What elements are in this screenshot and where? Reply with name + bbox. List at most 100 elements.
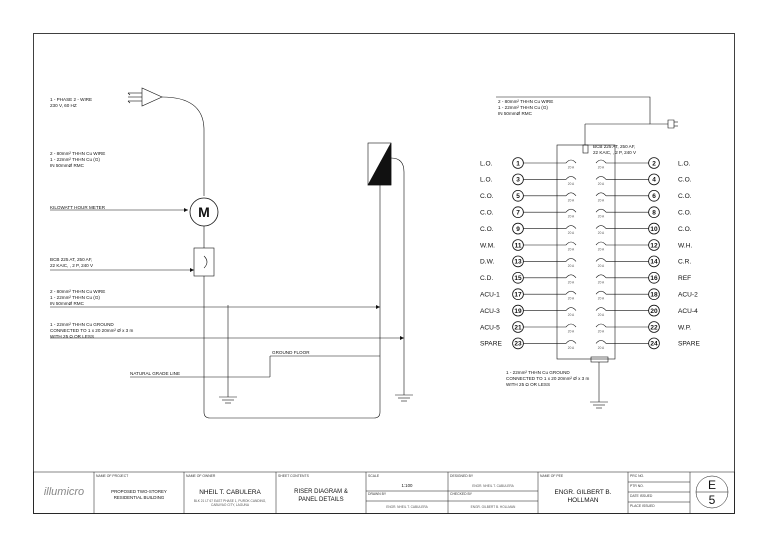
circuit-left-marker: [512, 206, 524, 219]
breaker-right-icon: [595, 290, 607, 295]
circuit-right-label: W.P.: [678, 324, 691, 331]
circuit-right-number: 12: [650, 242, 658, 249]
wire-label-b2: 1 - 22mm² THHN Cu (G): [50, 295, 100, 300]
circuit-left-number: 1: [516, 160, 520, 167]
circuit-right-label: C.O.: [678, 210, 692, 217]
circuit-right-number: 10: [650, 226, 658, 233]
breaker-right-icon: [595, 159, 607, 164]
circuit-right-label: C.O.: [678, 226, 692, 233]
wire-label-a2: 1 - 22mm² THHN Cu (G): [50, 157, 100, 162]
panel-main-breaker-1: BCB 225 AT, 250 AF,: [593, 144, 635, 149]
circuit-left-number: 21: [514, 324, 522, 331]
circuit-left-label: ACU-5: [480, 324, 500, 331]
circuit-left-number: 15: [514, 275, 522, 282]
circuit-left-label: ACU-1: [480, 292, 500, 299]
circuit-right-number: 2: [652, 160, 656, 167]
engineer-value-1: ENGR. GILBERT B.: [555, 489, 612, 496]
breaker-right-rating: 20 A: [598, 166, 605, 170]
breaker-right-icon: [595, 176, 607, 180]
service-label-2: 230 V, 60 HZ: [50, 103, 77, 108]
breaker-left-rating: 20 A: [568, 346, 575, 350]
circuit-left-number: 13: [514, 259, 522, 266]
meter-symbol: M: [198, 204, 210, 220]
circuit-left-label: C.O.: [480, 193, 494, 200]
breaker-right-icon: [595, 274, 607, 278]
breaker-right-icon: [595, 258, 607, 262]
circuit-left-label: L.O.: [480, 160, 493, 167]
contents-header: SHEET CONTENTS: [278, 474, 310, 478]
service-label-1: 1 - PHASE 2 - WIRE: [50, 97, 92, 102]
breaker-right-icon: [595, 307, 607, 311]
circuit-left-label: C.O.: [480, 210, 494, 217]
circuit-left-number: 17: [514, 292, 522, 299]
circuit-left-marker: [512, 304, 524, 317]
owner-address-2: CABUYAO CITY, LAGUNA: [211, 503, 250, 507]
circuit-left-number: 23: [514, 341, 522, 348]
breaker-right-icon: [595, 208, 607, 213]
breaker-left-icon: [565, 241, 577, 246]
natural-grade-label: NATURAL GRADE LINE: [130, 371, 180, 376]
circuit-left-marker: [512, 271, 524, 284]
circuit-left-label: W.M.: [480, 242, 495, 249]
panel-main-breaker-2: 22 KAIC, , 2 P, 240 V: [593, 150, 637, 155]
riser-ground-label-2: CONNECTED TO 1 x 20 20mm² Ø x 3 m: [50, 328, 133, 333]
project-value-2: RESIDENTIAL BUILDING: [114, 495, 165, 500]
title-block: [33, 471, 735, 514]
checked-value: ENGR. GILBERT B. HOLLMAN: [471, 505, 516, 509]
breaker-right-rating: 20 A: [598, 313, 605, 317]
sheet-letter: E: [708, 478, 716, 492]
circuit-left-marker: [512, 255, 524, 268]
circuit-right-label: C.O.: [678, 177, 692, 184]
breaker-left-rating: 20 A: [568, 280, 575, 284]
panel-ground-label-1: 1 - 22mm² THHN Cu GROUND: [506, 370, 570, 375]
panel-schedule: [496, 96, 678, 409]
wire-label-b3: IN 50mmØ RMC: [50, 301, 85, 306]
riser-breaker-label-2: 22 KAIC, , 2 P, 240 V: [50, 263, 94, 268]
riser-diagram: [50, 87, 413, 419]
breaker-right-rating: 20 A: [598, 198, 605, 202]
breaker-right-rating: 20 A: [598, 264, 605, 268]
contents-value-2: PANEL DETAILS: [298, 497, 343, 503]
breaker-right-icon: [595, 192, 607, 196]
circuit-left-number: 11: [515, 242, 522, 249]
circuit-left-marker: [512, 337, 524, 350]
designed-value: ENGR. NHEIL T. CABULERA: [472, 484, 514, 488]
riser-ground-label-1: 1 - 22mm² THHN Cu GROUND: [50, 322, 114, 327]
drawn-value: ENGR. NHEIL T. CABULERA: [386, 505, 428, 509]
circuit-left-label: D.W.: [480, 259, 494, 266]
breaker-left-rating: 20 A: [568, 248, 575, 252]
circuit-right-label: C.O.: [678, 193, 692, 200]
circuit-right-label: REF: [678, 275, 691, 282]
breaker-left-rating: 20 A: [568, 330, 575, 334]
wire-label-a1: 2 - 80mm² THHN Cu WIRE: [50, 151, 105, 156]
ground-floor-label: GROUND FLOOR: [272, 350, 310, 355]
circuit-right-number: 14: [650, 259, 658, 266]
sheet-border: [33, 33, 735, 514]
panel-ground-label-3: WITH 25 Ω OR LESS: [506, 382, 550, 387]
panel-ground-label-2: CONNECTED TO 1 x 20 20mm² Ø x 3 m: [506, 376, 589, 381]
breaker-right-rating: 20 A: [598, 280, 605, 284]
riser-breaker-label-1: BCB 225 AT, 250 AF,: [50, 257, 92, 262]
breaker-right-rating: 20 A: [598, 231, 605, 235]
feeder-label-1: 2 - 80mm² THHN Cu WIRE: [498, 99, 553, 104]
breaker-right-rating: 20 A: [598, 346, 605, 350]
circuit-right-number: 6: [652, 193, 656, 200]
circuit-left-number: 19: [514, 308, 522, 315]
breaker-left-icon: [565, 258, 577, 262]
ptr-header: PTR NO.: [630, 484, 644, 488]
wire-label-b1: 2 - 80mm² THHN Cu WIRE: [50, 289, 105, 294]
scale-header: SCALE: [368, 474, 380, 478]
riser-arrowheads: [184, 208, 404, 340]
circuit-left-number: 5: [516, 193, 520, 200]
circuit-right-label: ACU-2: [678, 292, 698, 299]
breaker-right-icon: [595, 225, 607, 229]
circuit-right-label: C.R.: [678, 259, 691, 266]
